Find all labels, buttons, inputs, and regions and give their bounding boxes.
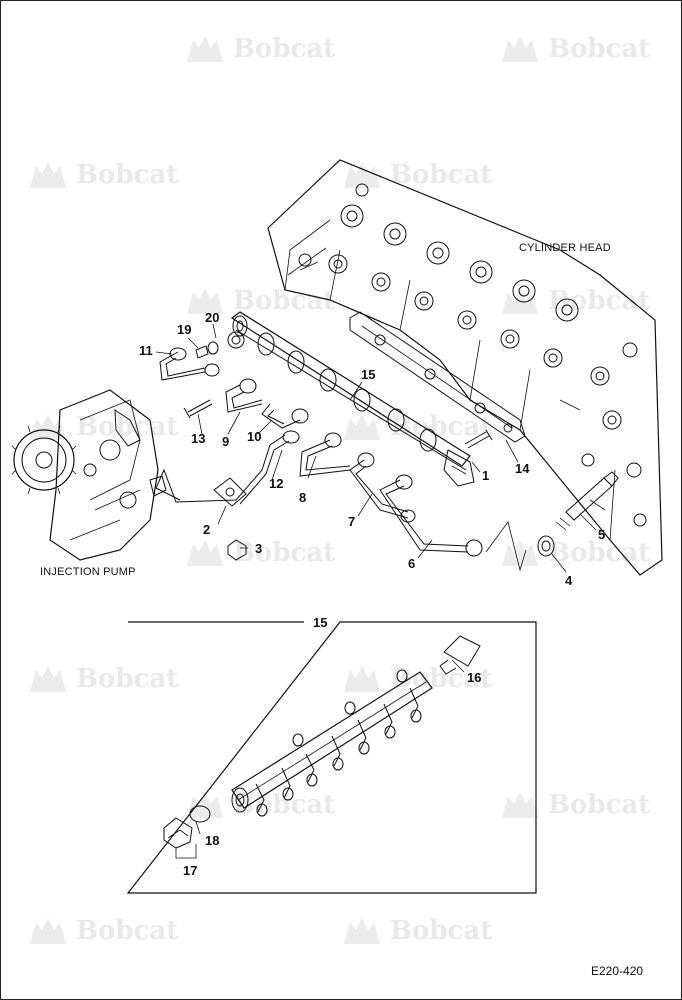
callout-14: 14 — [515, 461, 530, 476]
watermark-text: Bobcat — [390, 664, 493, 694]
watermark-text: Bobcat — [548, 286, 651, 316]
callout-6: 6 — [408, 556, 416, 571]
watermark-text: Bobcat — [76, 916, 179, 946]
bobcat-logo-icon — [26, 662, 70, 701]
bolts — [183, 399, 493, 449]
bobcat-logo-icon — [340, 410, 384, 449]
bobcat-logo-icon — [498, 536, 542, 575]
watermark-text: Bobcat — [233, 34, 336, 64]
bobcat-logo-icon — [498, 32, 542, 71]
callout-20: 20 — [205, 310, 220, 325]
bobcat-logo-icon — [183, 284, 227, 323]
callout-1: 1 — [482, 468, 490, 483]
rail-bracket-14 — [349, 311, 526, 443]
bobcat-logo-icon — [183, 536, 227, 575]
callout-15: 15 — [361, 367, 376, 382]
watermark-text: Bobcat — [548, 538, 651, 568]
detail-box-number: 15 — [313, 615, 328, 630]
bobcat-logo-icon — [26, 158, 70, 197]
cylinder-head-drawing — [267, 159, 663, 576]
watermark-text: Bobcat — [390, 916, 493, 946]
watermark-text: Bobcat — [233, 286, 336, 316]
callout-7: 7 — [348, 514, 356, 529]
callout-13: 13 — [191, 431, 206, 446]
common-rail-15 — [230, 311, 475, 487]
bobcat-logo-icon — [183, 32, 227, 71]
watermark-text: Bobcat — [76, 412, 179, 442]
detail-box-15 — [126, 621, 537, 894]
callout-2: 2 — [203, 522, 211, 537]
callout-10: 10 — [247, 429, 262, 444]
watermark-text: Bobcat — [548, 34, 651, 64]
watermark-text: Bobcat — [548, 790, 651, 820]
watermark-text: Bobcat — [390, 160, 493, 190]
callout-19: 19 — [177, 322, 192, 337]
bobcat-logo-icon — [183, 788, 227, 827]
bobcat-logo-icon — [340, 914, 384, 953]
watermark-text: Bobcat — [233, 790, 336, 820]
injection-pump-label: INJECTION PUMP — [40, 566, 136, 578]
watermark-text: Bobcat — [233, 538, 336, 568]
high-pressure-lines — [155, 331, 527, 572]
watermark-text: Bobcat — [76, 160, 179, 190]
injection-pump-drawing — [11, 389, 167, 561]
bobcat-logo-icon — [340, 158, 384, 197]
callout-3: 3 — [255, 541, 263, 556]
callout-18: 18 — [205, 833, 220, 848]
callout-9: 9 — [222, 434, 230, 449]
callout-8: 8 — [299, 490, 307, 505]
watermark-text: Bobcat — [76, 664, 179, 694]
callout-12: 12 — [269, 476, 284, 491]
callout-4: 4 — [565, 573, 573, 588]
bobcat-logo-icon — [498, 788, 542, 827]
leader-lines — [155, 247, 597, 573]
callout-5: 5 — [598, 527, 606, 542]
cylinder-head-label: CYLINDER HEAD — [519, 242, 611, 254]
callout-16: 16 — [467, 670, 482, 685]
document-code: E220-420 — [591, 964, 644, 978]
callout-17: 17 — [183, 863, 198, 878]
bobcat-logo-icon — [340, 662, 384, 701]
bobcat-logo-icon — [26, 914, 70, 953]
seal-4 — [537, 535, 555, 557]
injector-5 — [555, 471, 619, 531]
callout-11: 11 — [139, 343, 153, 358]
